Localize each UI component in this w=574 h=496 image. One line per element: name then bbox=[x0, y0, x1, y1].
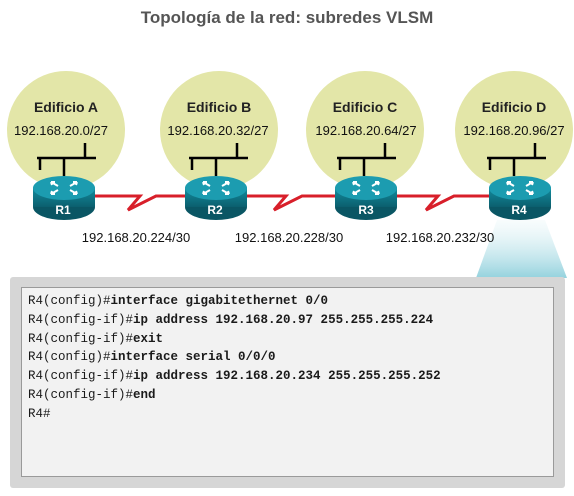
building-network: 192.168.20.0/27 bbox=[14, 123, 108, 138]
link-label-r2-r3: 192.168.20.228/30 bbox=[235, 230, 343, 245]
cli-prompt: R4# bbox=[28, 406, 51, 421]
cli-prompt: R4(config-if)# bbox=[28, 387, 134, 402]
cli-line: R4(config)#interface serial 0/0/0 bbox=[28, 348, 547, 367]
router-label: R2 bbox=[207, 203, 223, 217]
cli-command: ip address 192.168.20.234 255.255.255.25… bbox=[133, 369, 441, 384]
building-c: Edificio C 192.168.20.64/27 bbox=[306, 71, 424, 189]
cli-command: exit bbox=[133, 331, 164, 346]
cli-command: end bbox=[133, 387, 156, 402]
building-a: Edificio A 192.168.20.0/27 bbox=[7, 71, 125, 189]
serial-lightning-icon bbox=[92, 194, 186, 212]
router-label: R3 bbox=[358, 203, 374, 217]
cli-prompt: R4(config)# bbox=[28, 350, 111, 365]
router-icon bbox=[50, 181, 78, 195]
cli-command: ip address 192.168.20.97 255.255.255.224 bbox=[133, 312, 434, 327]
lan-segment-icon bbox=[487, 143, 546, 176]
link-label-r3-r4: 192.168.20.232/30 bbox=[386, 230, 494, 245]
cli-line: R4(config)#interface gigabitethernet 0/0 bbox=[28, 292, 547, 311]
building-name: Edificio B bbox=[187, 99, 252, 115]
lan-segment-icon bbox=[37, 143, 96, 176]
router-r2: R2 bbox=[185, 176, 247, 220]
building-name: Edificio D bbox=[482, 99, 547, 115]
cli-prompt: R4(config)# bbox=[28, 294, 111, 308]
router-icon bbox=[352, 181, 380, 195]
router-r3: R3 bbox=[335, 176, 397, 220]
router-label: R1 bbox=[55, 203, 71, 217]
diagram-title: Topología de la red: subredes VLSM bbox=[140, 8, 434, 27]
cli-console: R4(config)#interface gigabitethernet 0/0… bbox=[21, 287, 554, 477]
cli-command: interface gigabitethernet 0/0 bbox=[110, 294, 329, 308]
router-label: R4 bbox=[511, 203, 527, 217]
cli-line: R4(config-if)#exit bbox=[28, 330, 547, 349]
cli-line: R4(config-if)#ip address 192.168.20.97 2… bbox=[28, 311, 547, 330]
lan-segment-icon bbox=[189, 143, 248, 176]
building-name: Edificio A bbox=[34, 99, 98, 115]
serial-lightning-icon bbox=[245, 194, 338, 212]
building-d: Edificio D 192.168.20.96/27 bbox=[455, 71, 573, 189]
building-b: Edificio B 192.168.20.32/27 bbox=[160, 71, 278, 189]
lan-segment-icon bbox=[337, 143, 396, 176]
building-network: 192.168.20.64/27 bbox=[315, 123, 416, 138]
cli-command: interface serial 0/0/0 bbox=[110, 350, 276, 365]
serial-lightning-icon bbox=[395, 194, 490, 212]
link-label-r1-r2: 192.168.20.224/30 bbox=[82, 230, 190, 245]
cli-prompt: R4(config-if)# bbox=[28, 312, 134, 327]
building-network: 192.168.20.96/27 bbox=[463, 123, 564, 138]
cli-line: R4# bbox=[28, 405, 547, 424]
router-r4: R4 bbox=[489, 176, 551, 220]
cli-line: R4(config-if)#end bbox=[28, 386, 547, 405]
cli-line: R4(config-if)#ip address 192.168.20.234 … bbox=[28, 367, 547, 386]
router-r1: R1 bbox=[33, 176, 95, 220]
router-icon bbox=[202, 181, 230, 195]
building-name: Edificio C bbox=[333, 99, 398, 115]
cli-prompt: R4(config-if)# bbox=[28, 369, 134, 384]
r4-highlight-beam bbox=[476, 220, 567, 278]
building-network: 192.168.20.32/27 bbox=[167, 123, 268, 138]
cli-prompt: R4(config-if)# bbox=[28, 331, 134, 346]
router-icon bbox=[506, 181, 534, 195]
